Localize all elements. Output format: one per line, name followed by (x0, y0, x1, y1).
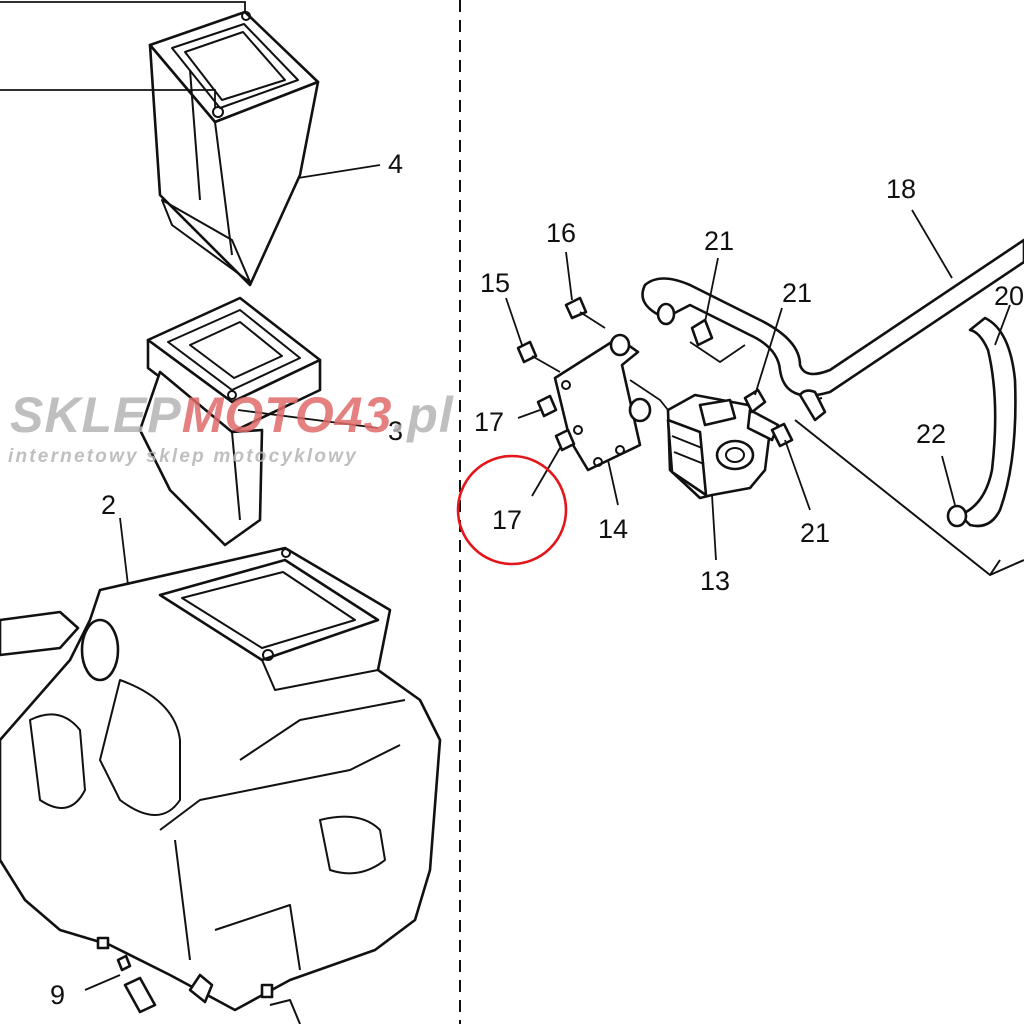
part-18-hose (641, 238, 1024, 422)
leader-20 (994, 304, 1011, 346)
leader-14 (607, 459, 619, 506)
watermark-brand-gray: SKLEP (10, 387, 182, 443)
part-13-valve (666, 393, 780, 500)
part-21-clip-b (743, 388, 767, 414)
callout-15: 15 (480, 268, 510, 298)
watermark-brand-red-suffix: 43 (334, 387, 393, 443)
watermark-brand-domain: .pl (392, 387, 453, 443)
callout-21-b: 21 (782, 278, 812, 308)
part-21-clip-c (770, 422, 794, 448)
part-4-intake-duct (148, 10, 320, 287)
hose-outline-lower-2 (989, 559, 1001, 576)
highlight-circle (456, 454, 568, 566)
part-9-pin (116, 954, 132, 972)
callout-16: 16 (546, 218, 576, 248)
part-21-clip-a (690, 318, 714, 347)
callout-4: 4 (388, 149, 403, 179)
leader-21a (704, 257, 719, 323)
leader-left-top-1 (0, 1, 246, 12)
callout-22: 22 (916, 419, 946, 449)
watermark-tagline: internetowy sklep motocyklowy (8, 446, 358, 467)
callout-21-c: 21 (800, 518, 830, 548)
leader-4 (297, 164, 381, 179)
part-17-nut-lower (554, 428, 576, 452)
part-pin-lower (123, 976, 157, 1014)
leader-21c (784, 439, 811, 511)
leader-9 (84, 974, 121, 991)
leader-17-upper (517, 409, 541, 419)
part-16-screw (564, 296, 588, 320)
part-2-air-box (0, 546, 442, 1012)
callout-3: 3 (388, 416, 403, 446)
callout-20: 20 (994, 281, 1024, 311)
part-screw-lower (269, 999, 301, 1024)
leader-21b (754, 307, 783, 396)
part-16-shaft (579, 311, 606, 329)
callout-17-upper: 17 (474, 407, 504, 437)
part-3-joint (138, 296, 322, 547)
part-22-clamp (946, 504, 968, 528)
part-20-hose (958, 316, 1017, 528)
leader-13 (711, 494, 717, 561)
watermark-logo: SKLEPMOTO43.pl internetowy sklep motocyk… (8, 387, 454, 467)
part-15-screw (516, 340, 538, 364)
callout-14: 14 (598, 514, 628, 544)
callout-2: 2 (101, 490, 116, 520)
watermark-brand-red: MOTO (182, 387, 335, 443)
callout-21-a: 21 (704, 226, 734, 256)
leader-left-top-2 (0, 89, 216, 108)
leader-2 (119, 517, 129, 586)
leader-18 (911, 209, 953, 279)
leader-3 (237, 409, 379, 429)
callout-9: 9 (50, 980, 65, 1010)
part-15-shaft (531, 355, 561, 373)
leader-21-outline (689, 341, 746, 364)
leader-16 (565, 251, 573, 301)
callout-17-highlighted: 17 (492, 505, 522, 535)
callout-18: 18 (886, 174, 916, 204)
leader-17-lower (531, 447, 561, 497)
leader-22 (941, 455, 956, 506)
leader-14-valve (629, 379, 669, 411)
leader-15 (505, 297, 523, 346)
part-17-nut-upper (536, 394, 558, 418)
callout-13: 13 (700, 566, 730, 596)
svg-text:SKLEPMOTO43.pl: SKLEPMOTO43.pl (10, 387, 454, 443)
part-14-bracket (553, 333, 652, 472)
